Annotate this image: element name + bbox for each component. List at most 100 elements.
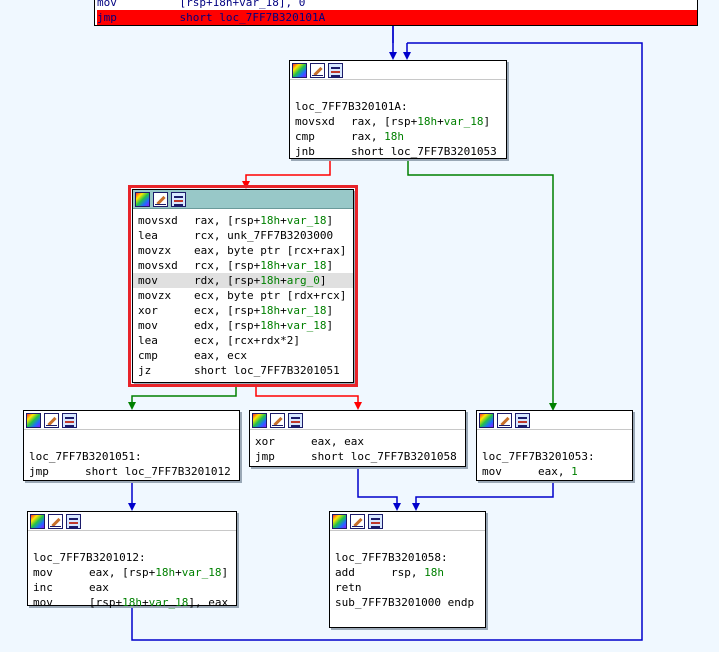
operand-text: + [142,596,149,609]
graph-overview-icon[interactable] [479,412,494,428]
graph-overview-icon[interactable] [252,412,267,428]
arrowhead [389,52,397,60]
operand-symbol: var_18 [286,304,327,317]
edit-pen-icon[interactable] [497,412,512,428]
arrowhead [354,402,362,410]
mnemonic: mov [33,566,53,579]
operand-text: eax, eax [311,435,364,448]
mnemonic: movzx [138,244,172,257]
operand-text: [rsp+18h+var_18], 0 [179,0,306,9]
operand-text: rax, [rsp+ [194,214,261,227]
arrowhead [412,503,420,511]
operand-text: eax, [rsp+ [89,566,156,579]
mnemonic: xor [138,304,158,317]
operand-text: ecx, [rsp+ [194,304,261,317]
edit-pen-icon[interactable] [44,412,59,428]
block-label[interactable]: loc_7FF7B3201051: [29,450,142,463]
edit-pen-icon[interactable] [48,513,63,529]
block-label[interactable]: loc_7FF7B320101A: [295,100,408,113]
operand-symbol: 1 [571,465,578,478]
mnemonic: cmp [138,349,158,362]
code-line[interactable]: retn [335,580,481,595]
code-line[interactable]: mov [rsp+18h+var_18], 0 [97,0,697,10]
top-code-block[interactable]: mov [rsp+18h+var_18], 0 jmp short loc_7F… [94,0,698,26]
operand-symbol: var_18 [148,596,189,609]
arrowhead [403,52,411,60]
graph-overview-icon[interactable] [292,62,307,78]
operand-text: + [437,115,444,128]
operand-text: eax, [538,465,572,478]
operand-symbol: 18h [260,319,281,332]
mnemonic: jmp [97,11,117,24]
arrowhead [242,181,250,189]
mnemonic: lea [138,334,158,347]
operand-text: + [280,259,287,272]
xrefs-icon[interactable] [288,412,303,428]
graph-overview-icon[interactable] [135,191,150,207]
block-label[interactable]: loc_7FF7B3201053: [482,450,595,463]
edit-pen-icon[interactable] [310,62,325,78]
mnemonic: movsxd [138,259,178,272]
xrefs-icon[interactable] [171,191,186,207]
edit-pen-icon[interactable] [270,412,285,428]
block-label[interactable]: loc_7FF7B3201012: [33,551,146,564]
operand-text: ] [326,319,334,332]
function-end-line[interactable]: sub_7FF7B3201000 endp [335,596,475,609]
operand-text: ecx, byte ptr [rdx+rcx] [194,289,347,302]
operand-text: + [280,319,287,332]
xrefs-icon[interactable] [66,513,81,529]
edit-pen-icon[interactable] [350,513,365,529]
graph-overview-icon[interactable] [332,513,347,529]
code-line[interactable]: mov[rsp+18h+var_18], eax [33,595,232,610]
edit-pen-icon[interactable] [153,191,168,207]
graph-overview-icon[interactable] [30,513,45,529]
mnemonic: mov [33,596,53,609]
graph-overview-icon[interactable] [26,412,41,428]
arrowhead [393,503,401,511]
xrefs-icon[interactable] [515,412,530,428]
operand-text: edx, [rsp+ [194,319,261,332]
operand-text: short loc_7FF7B3201012 [85,465,231,478]
xrefs-icon[interactable] [368,513,383,529]
operand-text: short loc_7FF7B320101A [179,11,326,24]
block-toolbar [28,512,236,531]
operand-text: ] [326,214,334,227]
xrefs-icon[interactable] [328,62,343,78]
operand-symbol: 18h [260,214,281,227]
block-label[interactable]: loc_7FF7B3201058: [335,551,448,564]
code-line-highlighted[interactable]: jmp short loc_7FF7B320101A [97,10,697,25]
arrowhead [128,402,136,410]
xrefs-icon[interactable] [62,412,77,428]
operand-text: + [280,304,287,317]
mnemonic: mov [97,0,117,9]
operand-symbol: arg_0 [286,274,320,287]
